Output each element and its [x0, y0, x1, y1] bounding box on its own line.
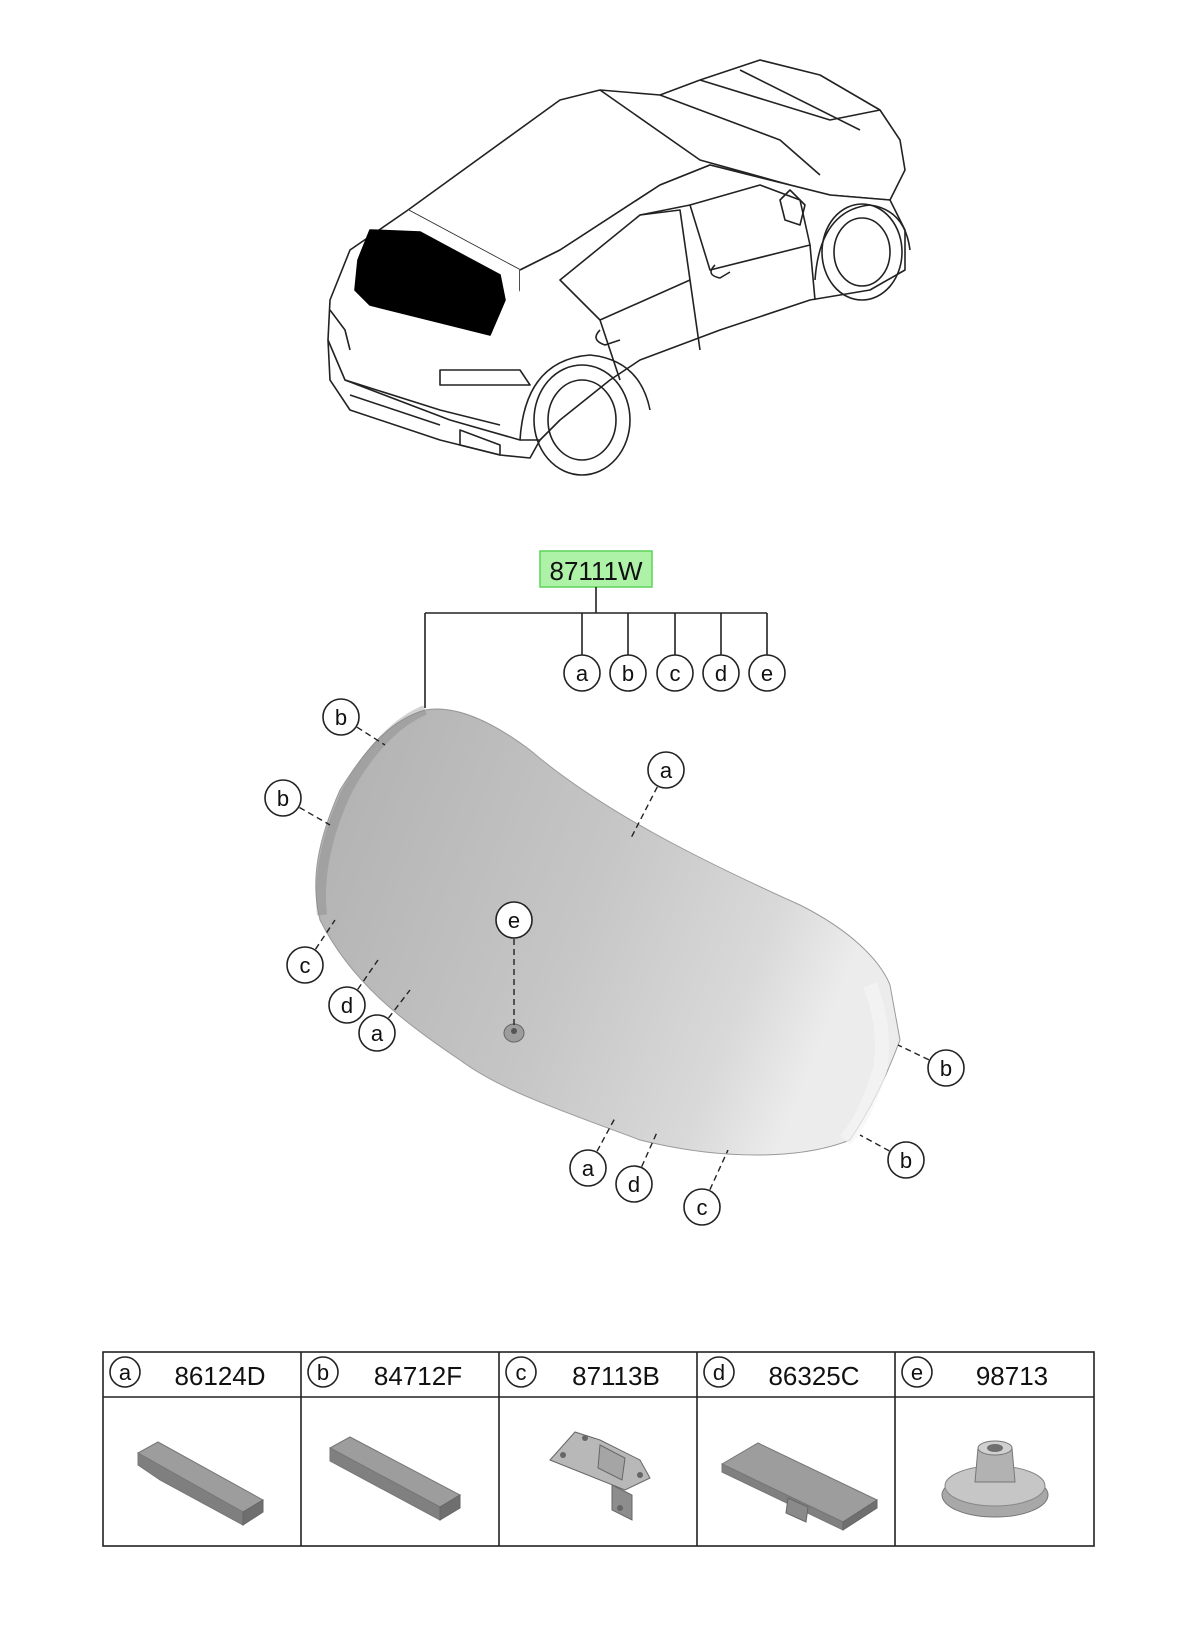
leader-line: [356, 726, 386, 746]
callout-letter: b: [900, 1148, 912, 1173]
callout-letter: d: [341, 993, 353, 1018]
part-thumbnail-a: [136, 1441, 265, 1526]
part-number-d[interactable]: 86325C: [768, 1361, 859, 1391]
glass-callout-c[interactable]: c: [683, 1188, 721, 1226]
leader-line: [388, 989, 411, 1019]
rear-window-glass[interactable]: [315, 705, 901, 1156]
part-thumbnail-e: [941, 1440, 1049, 1518]
glass-callout-b[interactable]: b: [264, 779, 302, 817]
glass-stud: [503, 1023, 525, 1043]
part-number-c[interactable]: 87113B: [572, 1361, 660, 1391]
callout-letter: e: [911, 1360, 923, 1385]
sub-callouts: a b c d e: [563, 654, 786, 692]
part-number-a[interactable]: 86124D: [174, 1361, 265, 1391]
parts-table-headers: a 86124D b 84712F c 87113B d 86325C e 98713: [109, 1356, 1048, 1391]
callout-letter: b: [335, 705, 347, 730]
sub-callout-e[interactable]: e: [748, 654, 786, 692]
table-callout-b[interactable]: b: [307, 1356, 339, 1388]
callout-letter: d: [628, 1172, 640, 1197]
callout-letter: b: [622, 661, 634, 686]
leader-line: [314, 919, 336, 950]
callout-letter: d: [715, 661, 727, 686]
callout-letter: c: [697, 1195, 708, 1220]
glass-callout-b[interactable]: b: [322, 698, 360, 736]
sub-callout-c[interactable]: c: [656, 654, 694, 692]
callout-letter: c: [300, 953, 311, 978]
part-thumbnail-c: [549, 1431, 651, 1521]
parts-table: [102, 1351, 1095, 1547]
vehicle-illustration: [327, 59, 911, 476]
glass-leader-lines: [299, 726, 930, 1191]
part-thumbnail-d: [720, 1442, 879, 1531]
callout-letter: c: [516, 1360, 527, 1385]
table-callout-c[interactable]: c: [505, 1356, 537, 1388]
callout-letter: a: [660, 758, 673, 783]
callout-letter: b: [277, 786, 289, 811]
table-callout-e[interactable]: e: [901, 1356, 933, 1388]
glass-callout-b[interactable]: b: [927, 1049, 965, 1087]
callout-letter: a: [576, 661, 589, 686]
part-number-b[interactable]: 84712F: [374, 1361, 462, 1391]
sub-callout-d[interactable]: d: [702, 654, 740, 692]
callout-letter: a: [582, 1156, 595, 1181]
leader-line: [299, 806, 331, 826]
leader-line: [357, 959, 379, 990]
sub-callout-a[interactable]: a: [563, 654, 601, 692]
callout-letter: b: [317, 1360, 329, 1385]
callout-letter: a: [371, 1021, 384, 1046]
glass-callout-d[interactable]: d: [328, 986, 366, 1024]
leader-line: [709, 1149, 729, 1191]
glass-callout-a[interactable]: a: [358, 1014, 396, 1052]
callout-letter: b: [940, 1056, 952, 1081]
leader-tree: [424, 587, 768, 708]
leader-line: [596, 1117, 616, 1152]
callout-letter: a: [119, 1360, 132, 1385]
glass-callout-a[interactable]: a: [647, 751, 685, 789]
leader-line: [859, 1134, 890, 1152]
glass-callout-e[interactable]: e: [495, 901, 533, 939]
glass-callout-b[interactable]: b: [887, 1141, 925, 1179]
glass-callout-d[interactable]: d: [615, 1165, 653, 1203]
sub-callout-b[interactable]: b: [609, 654, 647, 692]
callout-letter: c: [670, 661, 681, 686]
leader-line: [897, 1044, 930, 1061]
part-number-e[interactable]: 98713: [976, 1361, 1048, 1391]
callout-letter: e: [761, 661, 773, 686]
glass-callout-c[interactable]: c: [286, 946, 324, 984]
part-thumbnail-b: [328, 1436, 462, 1521]
main-part-label[interactable]: 87111W: [539, 550, 653, 588]
main-part-number: 87111W: [550, 556, 643, 586]
table-callout-a[interactable]: a: [109, 1356, 141, 1388]
callout-letter: d: [713, 1360, 725, 1385]
callout-letter: e: [508, 908, 520, 933]
glass-callout-a[interactable]: a: [569, 1149, 607, 1187]
table-callout-d[interactable]: d: [703, 1356, 735, 1388]
leader-line: [641, 1129, 659, 1167]
